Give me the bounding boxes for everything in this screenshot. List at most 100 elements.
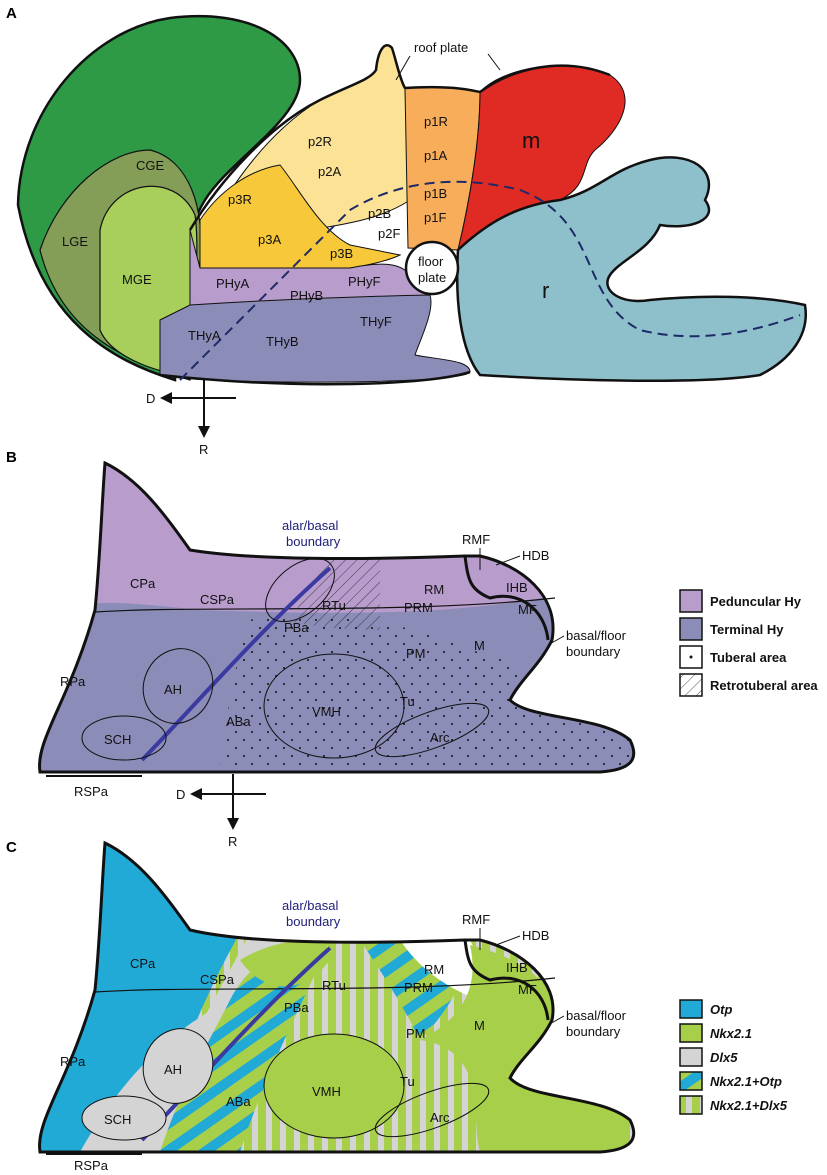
label-phyb: PHyB xyxy=(290,288,323,303)
legend-c-item: Otp xyxy=(679,999,732,1019)
label-p1f: p1F xyxy=(424,210,446,225)
label-r: r xyxy=(542,278,549,303)
c-pba xyxy=(240,941,332,987)
label-thyb: THyB xyxy=(266,334,299,349)
label-p2b: p2B xyxy=(368,206,391,221)
b-hdb: HDB xyxy=(522,548,549,563)
c-hdb: HDB xyxy=(522,928,549,943)
b-alar-2: boundary xyxy=(286,534,341,549)
b-pba: PBa xyxy=(284,620,309,635)
c-sch: SCH xyxy=(104,1112,131,1127)
legend-c-label: Nkx2.1+Dlx5 xyxy=(710,1098,788,1113)
label-phya: PHyA xyxy=(216,276,250,291)
panel-c: C CPa CSPa PBa RTu PRM RM MF M PM RPa xyxy=(6,839,788,1173)
label-p2f: p2F xyxy=(378,226,400,241)
c-alar-2: boundary xyxy=(286,914,341,929)
panel-a: A CGE LGE MGE p2R p2A p2B p2F p1R p1A p1… xyxy=(6,5,808,457)
label-p1r: p1R xyxy=(424,114,448,129)
ped-term-boundary xyxy=(94,597,556,613)
b-alar-1: alar/basal xyxy=(282,518,338,533)
label-m: m xyxy=(522,128,540,153)
panel-c-outline xyxy=(38,840,636,1154)
axis-b-d: D xyxy=(176,787,185,802)
legend-b: Peduncular Hy Terminal Hy Tuberal area R… xyxy=(679,589,818,697)
alar-basal-dashed xyxy=(179,180,801,381)
c-hdb-leader xyxy=(495,935,521,946)
panel-a-label: A xyxy=(6,5,17,22)
legend-b-item: Peduncular Hy xyxy=(679,589,802,613)
panel-a-outline xyxy=(188,44,611,231)
b-ah: AH xyxy=(164,682,182,697)
label-thya: THyA xyxy=(188,328,221,343)
label-p3b: p3B xyxy=(330,246,353,261)
legend-c-label: Otp xyxy=(710,1002,732,1017)
b-rm: RM xyxy=(424,582,444,597)
c-rm: RM xyxy=(424,962,444,977)
legend-b-label: Retrotuberal area xyxy=(710,678,818,693)
c-ihb: IHB xyxy=(506,960,528,975)
c-m: M xyxy=(474,1018,485,1033)
c-cpa: CPa xyxy=(130,956,156,971)
arc-ellipse xyxy=(374,702,490,758)
c-tu: Tu xyxy=(400,1074,415,1089)
c-pm: PM xyxy=(406,1026,426,1041)
legend-b-item: Terminal Hy xyxy=(679,617,784,641)
p3-region xyxy=(199,164,402,269)
b-ihb: IHB xyxy=(506,580,528,595)
label-lge: LGE xyxy=(62,234,88,249)
label-p2r: p2R xyxy=(308,134,332,149)
legend-c-item: Nkx2.1+Otp xyxy=(679,1071,782,1091)
pba-ellipse xyxy=(265,557,335,623)
outline-bottom xyxy=(159,370,471,386)
r-region xyxy=(455,156,808,383)
c-vmh-ellipse xyxy=(263,1033,405,1139)
b-cspa: CSPa xyxy=(200,592,235,607)
axis-b-r: R xyxy=(228,834,237,849)
c-bf-2: boundary xyxy=(566,1024,621,1039)
b-m: M xyxy=(474,638,485,653)
label-p2a: p2A xyxy=(318,164,341,179)
label-p1b: p1B xyxy=(424,186,447,201)
label-p1a: p1A xyxy=(424,148,447,163)
label-cge: CGE xyxy=(136,158,165,173)
c-bf-1: basal/floor xyxy=(566,1008,627,1023)
panel-b: B CPa CSPa PBa RTu PRM RM MF M PM RPa AH… xyxy=(6,449,818,849)
hdb-line xyxy=(463,555,550,641)
ah-ellipse xyxy=(142,648,214,724)
b-cpa: CPa xyxy=(130,576,156,591)
c-cspa: CSPa xyxy=(200,972,235,987)
floor-plate xyxy=(404,240,460,296)
b-bf-1: basal/floor xyxy=(566,628,627,643)
c-ah: AH xyxy=(164,1062,182,1077)
b-sch: SCH xyxy=(104,732,131,747)
b-arc: Arc xyxy=(430,730,450,745)
label-roof-plate: roof plate xyxy=(414,40,468,55)
c-prm: PRM xyxy=(404,980,433,995)
c-vmh-fill xyxy=(264,1034,404,1138)
c-alar-1: alar/basal xyxy=(282,898,338,913)
tuberal-area-2 xyxy=(470,650,630,772)
legend-b-label: Terminal Hy xyxy=(710,622,784,637)
roof-leader-2 xyxy=(487,53,501,71)
panel-b-label: B xyxy=(6,449,17,466)
c-rtu: RTu xyxy=(322,978,346,993)
roof-leader-1 xyxy=(395,55,411,81)
c-arc-ellipse xyxy=(374,1082,490,1138)
c-aba: ABa xyxy=(226,1094,251,1109)
axis-b: D R xyxy=(176,774,266,849)
legend-c-item: Nkx2.1+Dlx5 xyxy=(679,1095,788,1115)
c-sch-ellipse xyxy=(81,1095,167,1141)
legend-c-item: Dlx5 xyxy=(679,1047,738,1067)
legend-c: Otp Nkx2.1 Dlx5 Nkx2.1+Otp Nkx2.1+Dlx5 xyxy=(679,999,788,1115)
b-pm: PM xyxy=(406,646,426,661)
retrotuberal-area xyxy=(290,556,380,630)
c-rspa: RSPa xyxy=(74,1158,109,1173)
legend-c-label: Dlx5 xyxy=(710,1050,738,1065)
label-floor: floor xyxy=(418,254,444,269)
axis-a-d: D xyxy=(146,391,155,406)
c-ped-term-boundary xyxy=(94,977,556,993)
c-arc: Arc xyxy=(430,1110,450,1125)
c-ah-ellipse xyxy=(142,1028,214,1104)
legend-c-label: Nkx2.1+Otp xyxy=(710,1074,782,1089)
